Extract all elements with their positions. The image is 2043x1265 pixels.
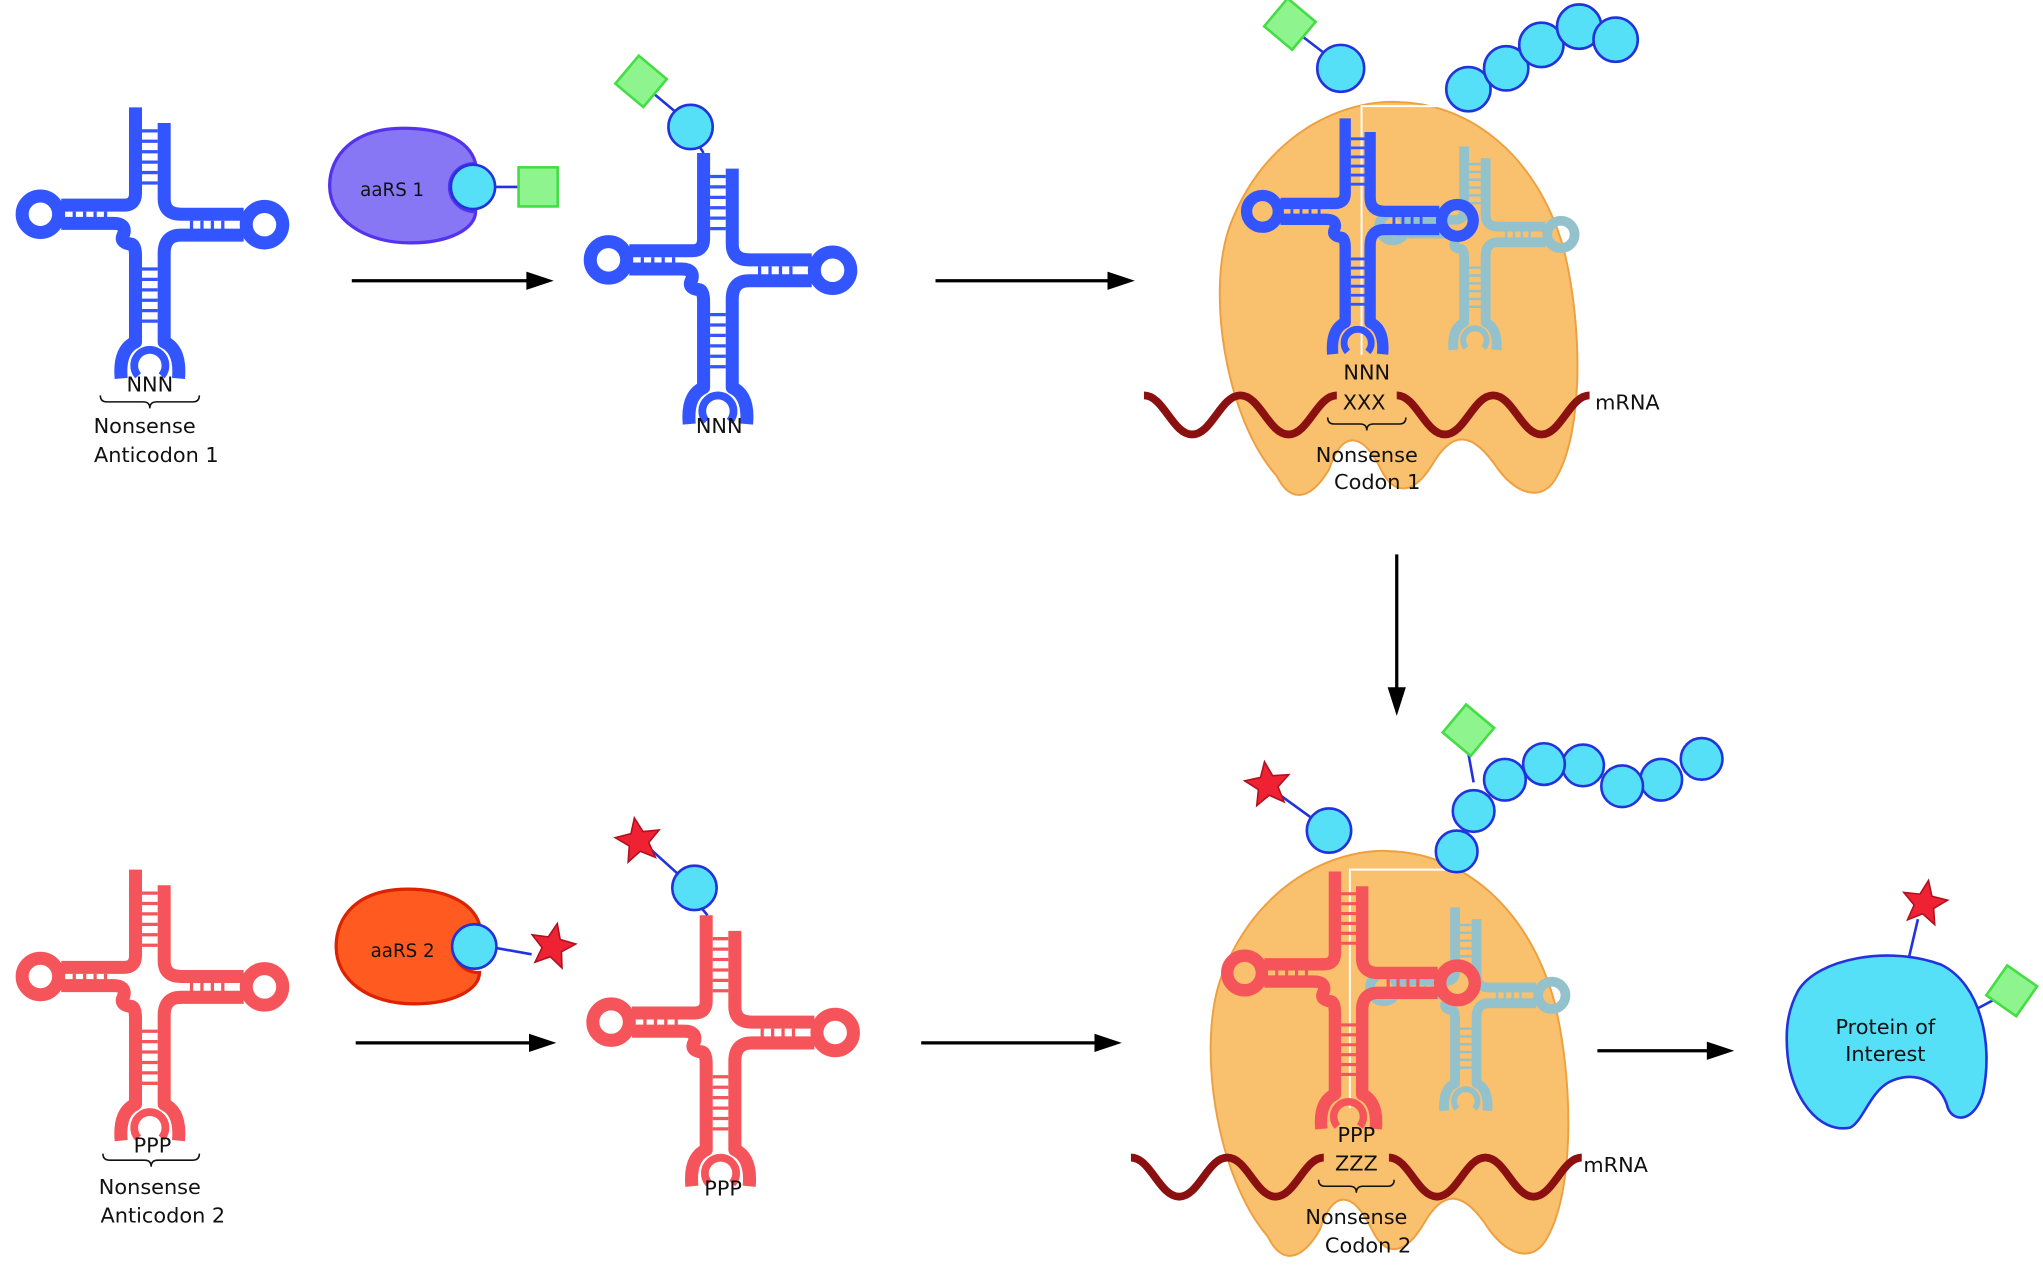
aars-1-enzyme: aaRS 1 bbox=[328, 126, 559, 245]
anticodon-ppp: PPP bbox=[134, 1133, 172, 1157]
amino-acid-icon bbox=[667, 103, 715, 151]
amino-acid-icon bbox=[671, 864, 718, 912]
ribosome-2: PPP ZZZ Nonsense Codon 2 mRNA bbox=[1130, 703, 1724, 1258]
codon-xxx: XXX bbox=[1343, 391, 1386, 415]
green-square-icon bbox=[517, 166, 559, 208]
protein-label-line1: Protein of bbox=[1835, 1015, 1935, 1039]
anticodon-nnn: NNN bbox=[126, 372, 173, 396]
protein-label-line2: Interest bbox=[1845, 1042, 1925, 1066]
codon-label-line1: Nonsense bbox=[1305, 1205, 1407, 1229]
trna-charged-2 bbox=[593, 915, 854, 1186]
trna-uncharged-2 bbox=[22, 870, 283, 1141]
protein-of-interest: Protein of Interest bbox=[1785, 875, 2039, 1130]
amino-acid-icon bbox=[1315, 43, 1366, 94]
red-star-icon bbox=[525, 918, 580, 971]
arrow-right-icon bbox=[1597, 1041, 1735, 1060]
amino-acid-icon bbox=[1305, 807, 1353, 854]
arrow-right-icon bbox=[921, 1033, 1122, 1053]
amino-acid-icon bbox=[449, 163, 497, 211]
trna-charged-1 bbox=[590, 153, 851, 424]
codon-label-line1: Nonsense bbox=[1316, 443, 1418, 467]
peptide-chain bbox=[1434, 736, 1724, 874]
codon-label-line2: Codon 1 bbox=[1334, 470, 1420, 494]
arrow-right-icon bbox=[351, 271, 554, 290]
mrna-strand bbox=[1130, 1153, 1583, 1201]
anticodon-ppp: PPP bbox=[1338, 1123, 1376, 1147]
codon-label-line2: Codon 2 bbox=[1325, 1234, 1411, 1258]
aars-2-label: aaRS 2 bbox=[371, 941, 435, 962]
codon-zzz: ZZZ bbox=[1335, 1152, 1378, 1176]
red-star-icon bbox=[611, 813, 665, 865]
arrow-down-icon bbox=[1387, 554, 1406, 716]
codon-brace bbox=[1326, 417, 1407, 431]
anticodon-ppp: PPP bbox=[704, 1176, 742, 1200]
anticodon-nnn: NNN bbox=[696, 414, 743, 438]
anticodon-label-line2: Anticodon 2 bbox=[101, 1204, 226, 1228]
mrna-label: mRNA bbox=[1583, 1153, 1648, 1177]
arrow-right-icon bbox=[935, 271, 1135, 290]
ribosome-1: NNN XXX Nonsense Codon 1 mRNA bbox=[1143, 0, 1660, 496]
green-diamond-icon bbox=[1262, 0, 1317, 52]
anticodon-nnn: NNN bbox=[1343, 361, 1390, 385]
anticodon-label-line1: Nonsense bbox=[94, 414, 196, 438]
anticodon-label-line1: Nonsense bbox=[99, 1175, 201, 1199]
green-diamond-icon bbox=[1985, 964, 2039, 1018]
trna-uncharged-1 bbox=[22, 107, 283, 378]
anticodon-brace bbox=[99, 395, 201, 409]
codon-brace bbox=[1317, 1179, 1395, 1193]
arrow-right-icon bbox=[355, 1033, 557, 1053]
green-diamond-icon bbox=[1441, 703, 1496, 758]
aars-1-label: aaRS 1 bbox=[360, 180, 424, 201]
mrna-label: mRNA bbox=[1595, 391, 1660, 415]
aars-2-enzyme: aaRS 2 bbox=[334, 887, 580, 1006]
amino-acid-icon bbox=[450, 923, 498, 970]
mrna-strand bbox=[1143, 391, 1591, 439]
red-star-icon bbox=[1898, 875, 1952, 927]
anticodon-label-line2: Anticodon 1 bbox=[94, 443, 219, 467]
anticodon-brace bbox=[102, 1153, 201, 1167]
peptide-chain bbox=[1444, 3, 1640, 113]
